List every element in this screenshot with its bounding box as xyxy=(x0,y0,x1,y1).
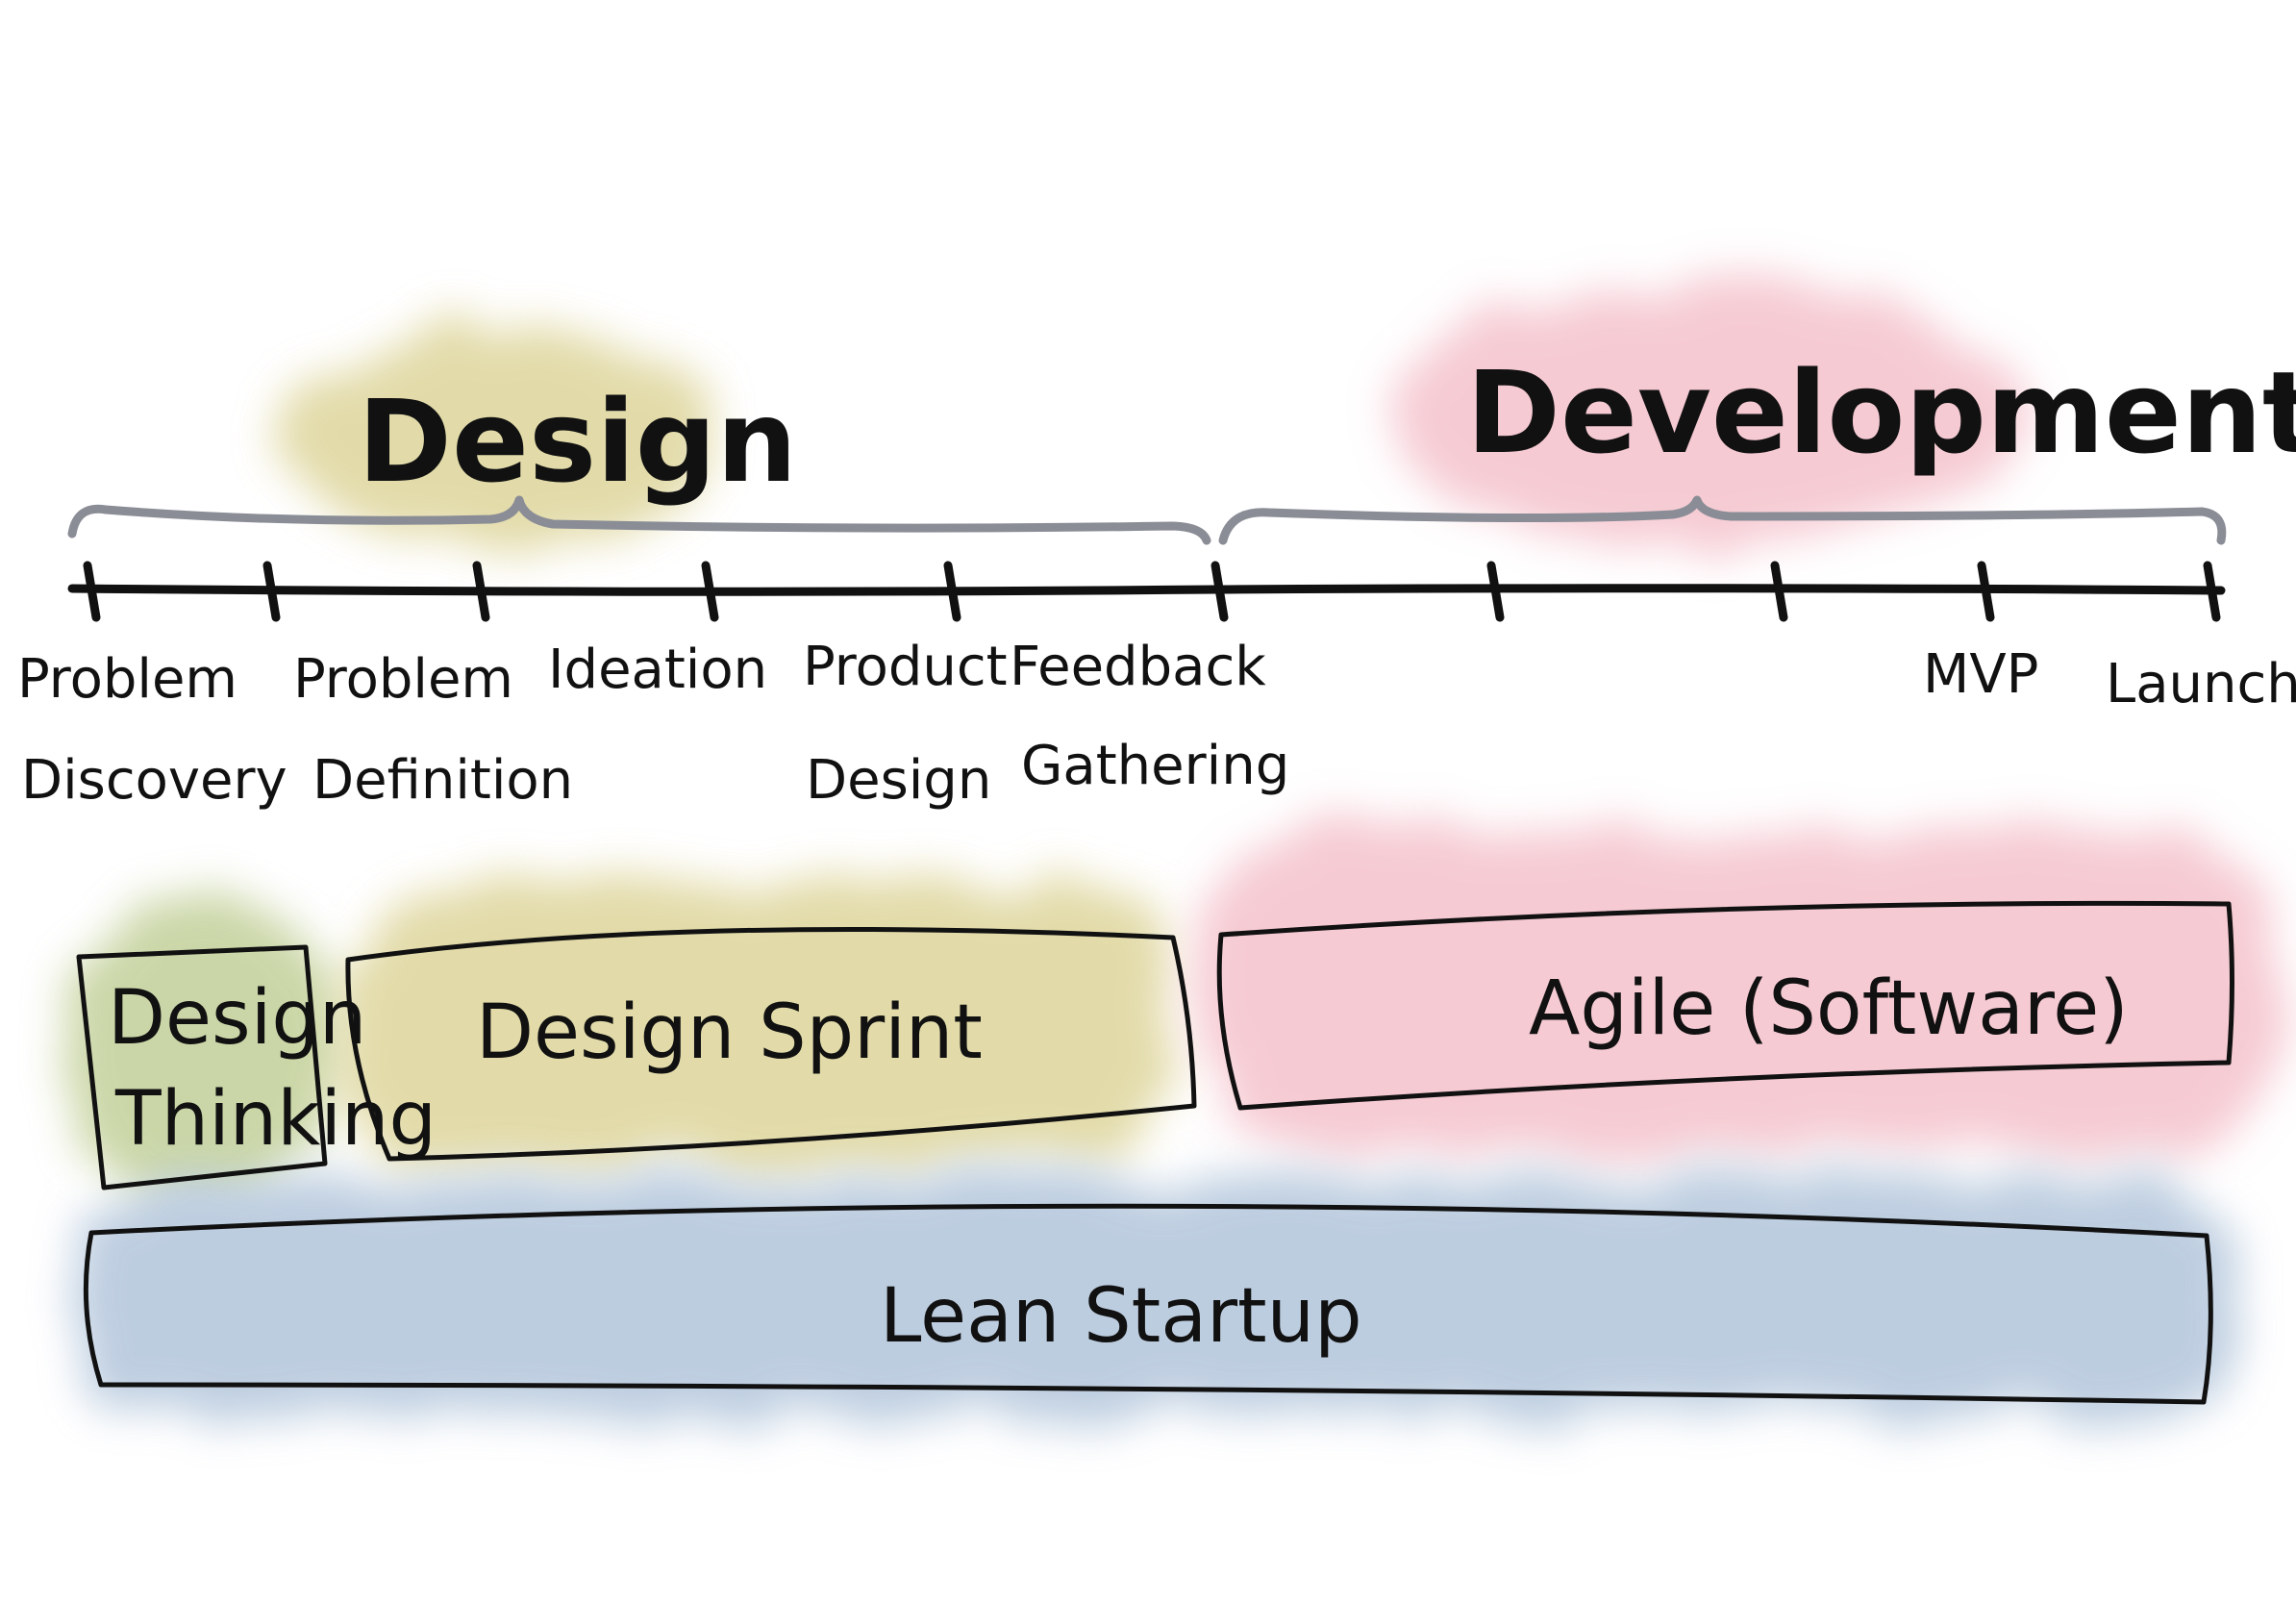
stage-label-2-line2: Definition xyxy=(312,749,573,812)
watercolor-washes xyxy=(58,284,2284,1418)
stage-label-mvp: MVP xyxy=(1923,643,2038,706)
timeline-tick xyxy=(701,561,719,622)
timeline-tick xyxy=(1977,561,1995,622)
stage-label-2: Problem xyxy=(293,648,513,711)
timeline-tick xyxy=(262,561,281,622)
timeline-axis xyxy=(67,584,2226,596)
development-heading-wash xyxy=(1380,284,2034,543)
agile-label: Agile (Software) xyxy=(1529,965,2129,1052)
timeline-tick xyxy=(1210,561,1229,622)
stage-labels: Problem Discovery Problem Definition Ide… xyxy=(17,636,2296,812)
lean-startup-label: Lean Startup xyxy=(880,1273,1362,1360)
design-thinking-wash xyxy=(58,890,346,1207)
stage-label-4: Product xyxy=(803,636,1008,698)
design-brace xyxy=(67,495,1211,545)
stage-label-1: Problem xyxy=(17,648,237,711)
timeline-tick xyxy=(472,561,490,622)
lean-startup-wash xyxy=(72,1178,2240,1418)
stage-label-5-line2: Gathering xyxy=(1021,735,1289,797)
agile-box: Agile (Software) xyxy=(1216,900,2234,1111)
stage-label-3: Ideation xyxy=(548,639,767,701)
timeline-tick xyxy=(1770,561,1788,622)
timeline-tick xyxy=(943,561,961,622)
timeline-ticks xyxy=(83,561,2221,622)
stage-label-5: Feedback xyxy=(1010,636,1266,698)
stage-label-launch: Launch xyxy=(2106,653,2296,715)
timeline-tick xyxy=(2203,561,2221,622)
design-heading-wash xyxy=(279,327,721,548)
design-thinking-label: Design xyxy=(108,975,366,1062)
design-sprint-wash xyxy=(341,880,1178,1168)
development-heading: Development xyxy=(1466,346,2296,479)
timeline-tick xyxy=(83,561,101,622)
agile-wash xyxy=(1197,827,2284,1154)
design-sprint-label: Design Sprint xyxy=(476,990,983,1076)
development-brace xyxy=(1218,495,2227,545)
design-heading: Design xyxy=(358,375,797,508)
timeline-tick xyxy=(1486,561,1505,622)
stage-label-1-line2: Discovery xyxy=(21,749,287,812)
design-sprint-box: Design Sprint xyxy=(345,926,1197,1162)
stage-label-4-line2: Design xyxy=(806,749,991,812)
design-thinking-label-line2: Thinking xyxy=(114,1076,437,1163)
lean-startup-box: Lean Startup xyxy=(83,1203,2213,1405)
